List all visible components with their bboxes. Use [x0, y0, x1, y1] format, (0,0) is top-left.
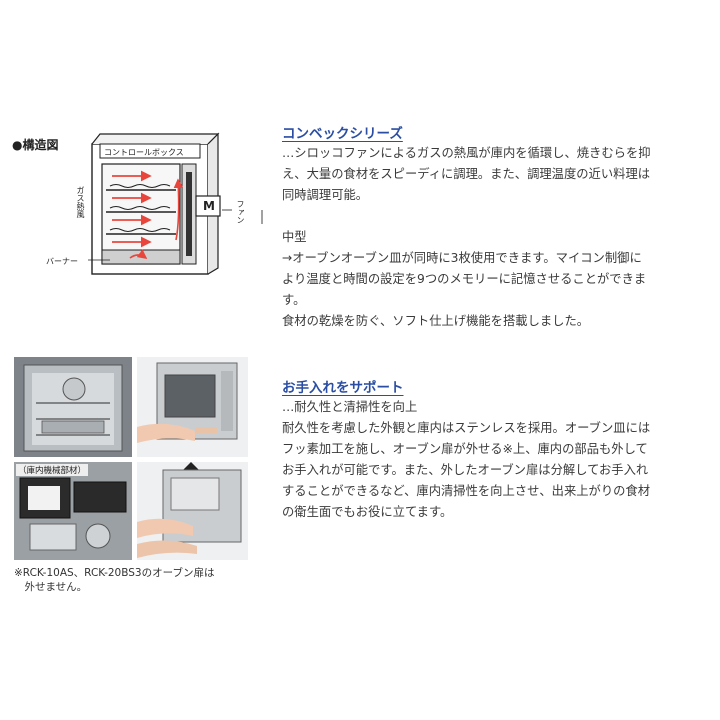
diagram-title: ●構造図	[12, 138, 59, 152]
medium-line: より温度と時間の設定を9つのメモリーに記憶させることができま	[282, 272, 647, 286]
care-heading: お手入れをサポート	[282, 380, 404, 396]
care-line: お手入れが可能です。また、外したオーブン扉は分解してお手入れ	[282, 463, 649, 477]
medium-title: 中型	[282, 230, 307, 244]
label-control-box: コントロールボックス	[104, 148, 184, 157]
care-line: 耐久性を考慮した外観と庫内はステンレスを採用。オーブン皿には	[282, 421, 651, 435]
oven-interior-graphic	[14, 357, 132, 457]
parts-tag: （庫内機械部材）	[16, 464, 89, 476]
door-note-caption: ※RCK-10AS、RCK-20BS3のオーブン扉は 外せません。	[14, 566, 214, 594]
convec-heading: コンベックシリーズ	[282, 126, 403, 142]
care-description: …耐久性と清掃性を向上 耐久性を考慮した外観と庫内はステンレスを採用。オーブン皿…	[282, 397, 650, 523]
care-line: することができるなど、庫内清掃性を向上させ、出来上がりの食材	[282, 484, 651, 498]
convec-description: …シロッコファンによるガスの熱風が庫内を循環し、焼きむらを抑 え、大量の食材をス…	[282, 143, 651, 206]
door-removal-photo-2	[137, 462, 248, 560]
label-fan: ファン	[236, 200, 245, 224]
oven-cross-section	[88, 132, 263, 275]
label-burner: バーナー	[46, 257, 78, 266]
medium-line: す。	[282, 293, 306, 307]
medium-description: →オーブンオーブン皿が同時に3枚使用できます。マイコン制御に より温度と時間の設…	[282, 248, 646, 332]
caption-line: 外せません。	[14, 581, 88, 593]
caption-line: ※RCK-10AS、RCK-20BS3のオーブン扉は	[14, 567, 215, 579]
label-hot-air: ガス熱風	[76, 186, 85, 218]
medium-line: →オーブンオーブン皿が同時に3枚使用できます。マイコン制御に	[282, 251, 642, 265]
door-removal-graphic-2	[137, 462, 248, 560]
convec-line: …シロッコファンによるガスの熱風が庫内を循環し、焼きむらを抑	[282, 146, 651, 160]
care-line: フッ素加工を施し、オーブン扉が外せる※上、庫内の部品も外して	[282, 442, 648, 456]
care-line: …耐久性と清掃性を向上	[282, 400, 418, 414]
door-removal-graphic-1	[137, 357, 248, 457]
door-removal-photo-1	[137, 357, 248, 457]
convec-line: 同時調理可能。	[282, 188, 369, 202]
convec-line: え、大量の食材をスピーディに調理。また、調理温度の近い料理は	[282, 167, 651, 181]
removable-parts-graphic	[14, 462, 132, 560]
oven-interior-photo	[14, 357, 132, 457]
structure-diagram: ●構造図	[0, 120, 270, 290]
label-motor: M	[203, 199, 215, 213]
removable-parts-photo: （庫内機械部材）	[14, 462, 132, 560]
care-line: の衛生面でもお役に立てます。	[282, 505, 453, 519]
medium-line: 食材の乾燥を防ぐ、ソフト仕上げ機能を搭載しました。	[282, 314, 590, 328]
